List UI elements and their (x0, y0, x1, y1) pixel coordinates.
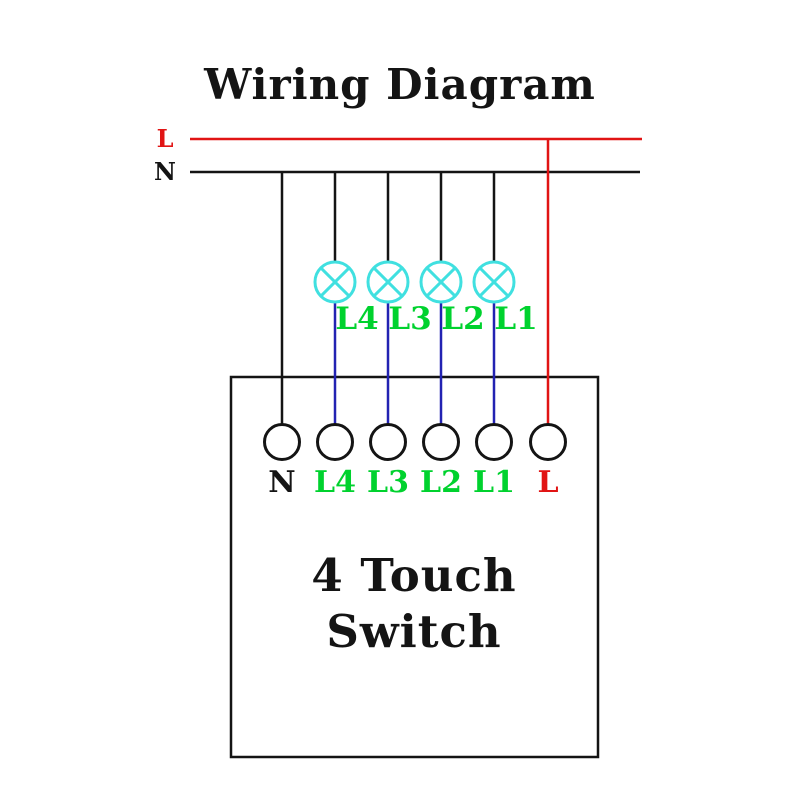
lamp-label-l3: L3 (388, 301, 431, 337)
neutral-bus-label: N (154, 157, 176, 186)
lamp-label-l2: L2 (441, 301, 484, 337)
lamp-label-l1: L1 (494, 301, 537, 337)
terminal-label-l1: L1 (473, 465, 515, 500)
terminal-label-l3: L3 (367, 465, 409, 500)
lamp-symbol-l2 (419, 260, 463, 304)
device-name-line2: Switch (326, 605, 501, 658)
terminal-circle-n (263, 423, 301, 461)
terminal-label-l: L (537, 465, 558, 500)
lamp-cross-line (319, 266, 351, 298)
terminal-circle-l2 (422, 423, 460, 461)
terminal-circle-l4 (316, 423, 354, 461)
lamp-cross-line (425, 266, 457, 298)
terminal-circle-l1 (475, 423, 513, 461)
lamp-cross-line (372, 266, 404, 298)
device-name-line1: 4 Touch (311, 549, 516, 602)
lamp-symbol-l1 (472, 260, 516, 304)
terminal-circle-l (529, 423, 567, 461)
live-bus-label: L (157, 124, 174, 153)
terminal-label-n: N (268, 465, 295, 500)
page-title: Wiring Diagram (204, 60, 596, 109)
lamp-symbol-l3 (366, 260, 410, 304)
terminal-label-l4: L4 (314, 465, 356, 500)
lamp-label-l4: L4 (335, 301, 378, 337)
terminal-circle-l3 (369, 423, 407, 461)
lamp-cross-line (478, 266, 510, 298)
terminal-label-l2: L2 (420, 465, 462, 500)
lamp-symbol-l4 (313, 260, 357, 304)
